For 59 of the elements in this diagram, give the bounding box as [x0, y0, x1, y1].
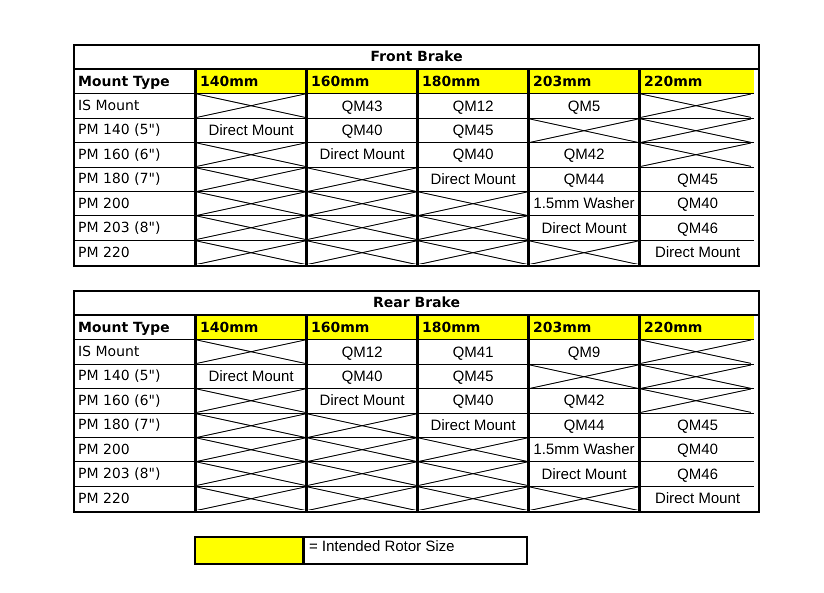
table-cell: QM45 — [419, 364, 530, 390]
column-header: 180mm — [419, 70, 530, 94]
table-cell: Direct Mount — [530, 216, 641, 241]
table-cell: QM9 — [530, 340, 641, 365]
row-header: PM 203 (8") — [75, 462, 197, 487]
table-cell: QM45 — [419, 118, 530, 144]
row-header: PM 160 (6") — [75, 389, 197, 414]
table-cell: QM44 — [530, 168, 641, 192]
table-cell: Direct Mount — [197, 118, 308, 144]
row-header: IS Mount — [75, 340, 197, 365]
table-cell: QM45 — [641, 168, 754, 192]
table-cell: QM12 — [308, 340, 419, 365]
table-cell: QM43 — [308, 94, 419, 119]
row-header: PM 220 — [75, 240, 197, 266]
column-header: 220mm — [641, 70, 754, 94]
table-cell: QM42 — [530, 143, 641, 168]
row-header: PM 140 (5") — [75, 118, 197, 144]
table-cell: QM40 — [641, 438, 754, 462]
row-header: PM 203 (8") — [75, 216, 197, 241]
legend-label: = Intended Rotor Size — [309, 538, 455, 557]
table-cell: QM5 — [530, 94, 641, 119]
table-cell: QM44 — [530, 414, 641, 438]
row-header: PM 160 (6") — [75, 143, 197, 168]
table-cell: Direct Mount — [308, 143, 419, 168]
table-cell: Direct Mount — [197, 364, 308, 390]
table-cell: Direct Mount — [530, 462, 641, 487]
table-cell: Direct Mount — [419, 414, 530, 438]
table-cell: QM40 — [308, 118, 419, 144]
row-header: PM 140 (5") — [75, 364, 197, 390]
column-header: 140mm — [197, 70, 308, 94]
table-cell-text: Direct Mount — [654, 489, 742, 510]
row-header: PM 180 (7") — [75, 168, 197, 192]
row-header: PM 200 — [75, 192, 197, 216]
table-cell: 1.5mm Washer — [530, 192, 641, 216]
column-header: 160mm — [308, 70, 419, 94]
table-cell: QM46 — [641, 462, 754, 487]
column-header: 160mm — [308, 316, 419, 340]
row-header: PM 180 (7") — [75, 414, 197, 438]
table-cell: Direct Mount — [419, 168, 530, 192]
table-cell: QM40 — [308, 364, 419, 390]
table-cell: QM41 — [419, 340, 530, 365]
row-header: IS Mount — [75, 94, 197, 119]
table-cell: QM45 — [641, 414, 754, 438]
column-header: 140mm — [197, 316, 308, 340]
row-header: PM 200 — [75, 438, 197, 462]
table-cell: QM40 — [419, 143, 530, 168]
column-header: 203mm — [530, 70, 641, 94]
table-cell: QM12 — [419, 94, 530, 119]
table-cell: QM42 — [530, 389, 641, 414]
table-cell: QM40 — [419, 389, 530, 414]
table-cell: QM46 — [641, 216, 754, 241]
column-header: 220mm — [641, 316, 754, 340]
column-header: 180mm — [419, 316, 530, 340]
row-header: PM 220 — [75, 486, 197, 512]
table-cell: QM40 — [641, 192, 754, 216]
table-cell: Direct Mount — [308, 389, 419, 414]
table-cell: 1.5mm Washer — [530, 438, 641, 462]
column-header: 203mm — [530, 316, 641, 340]
table-cell-text: Direct Mount — [654, 243, 742, 264]
